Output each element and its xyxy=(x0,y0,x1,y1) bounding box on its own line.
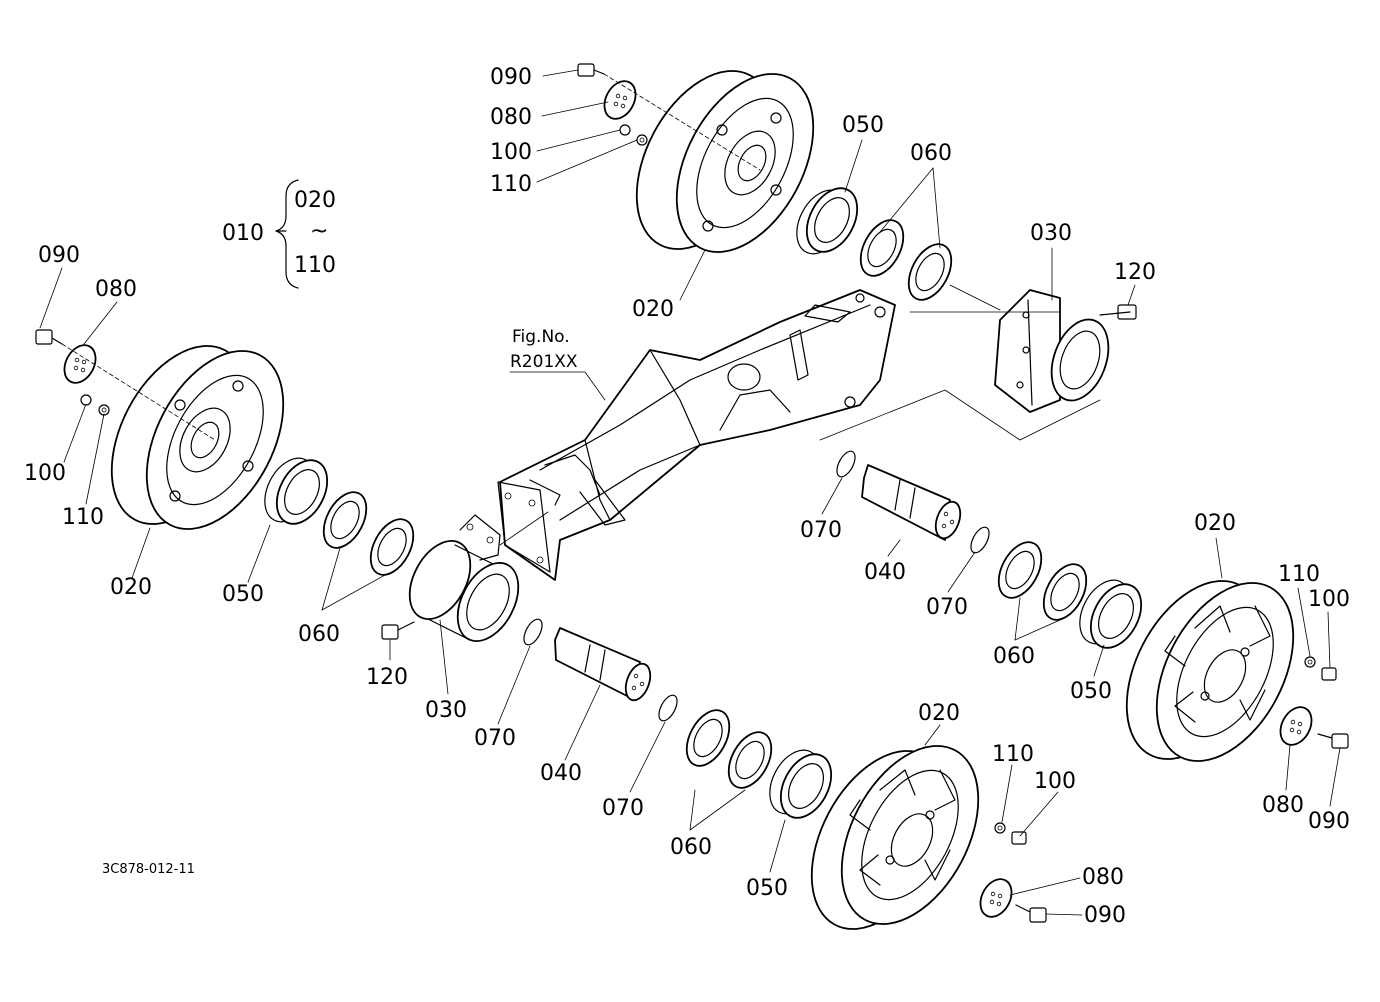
bearing-060-top-a xyxy=(859,219,905,277)
callout-020-bottom: 020 xyxy=(918,701,960,726)
callout-120-top: 120 xyxy=(1114,260,1156,285)
callout-090-left: 090 xyxy=(38,243,80,268)
bolt-120-left xyxy=(381,621,415,640)
bearing-060-right-a xyxy=(997,541,1043,599)
bolt-090-top xyxy=(577,63,605,77)
callout-060-bottom: 060 xyxy=(670,835,712,860)
oring-070-left-a xyxy=(523,618,543,646)
bearing-060-top-b xyxy=(907,243,953,301)
callout-080-right: 080 xyxy=(1262,793,1304,818)
wheel-020-top xyxy=(635,70,815,253)
group-tilde: ~ xyxy=(310,219,328,244)
wheel-020-bottom xyxy=(810,745,980,930)
bearing-060-right-b xyxy=(1042,563,1088,621)
washer-110-right xyxy=(1304,656,1316,668)
callout-080-bottom: 080 xyxy=(1082,865,1124,890)
plate-080-top xyxy=(603,80,637,120)
wheel-020-left xyxy=(110,345,285,530)
bracket-030-top xyxy=(994,289,1110,413)
callout-050-top: 050 xyxy=(842,113,884,138)
plate-080-left xyxy=(63,344,97,384)
bolt-100-left xyxy=(80,394,92,406)
figure-reference: Fig.No. R201XX xyxy=(510,327,578,372)
fig-ref-line2: R201XX xyxy=(510,352,578,372)
bolt-100-right xyxy=(1321,667,1337,681)
callout-100-left: 100 xyxy=(24,461,66,486)
callout-labels: 090 080 100 110 050 060 020 030 120 090 … xyxy=(24,65,1350,928)
callout-090-bottom: 090 xyxy=(1084,903,1126,928)
bearing-060-left-b xyxy=(369,518,415,576)
callout-070-right-a: 070 xyxy=(800,518,842,543)
callout-090-top: 090 xyxy=(490,65,532,90)
callout-110-top: 110 xyxy=(490,172,532,197)
oring-070-right-b xyxy=(970,526,990,554)
washer-110-left xyxy=(98,404,110,416)
oring-070-left-b xyxy=(658,694,678,722)
callout-080-left: 080 xyxy=(95,277,137,302)
callout-100-right: 100 xyxy=(1308,587,1350,612)
bracket-030-left xyxy=(408,514,520,642)
track-frame xyxy=(497,289,896,581)
callout-020-top: 020 xyxy=(632,297,674,322)
oring-070-right-a xyxy=(836,450,856,478)
fig-ref-line1: Fig.No. xyxy=(512,327,570,347)
callout-040-left: 040 xyxy=(540,761,582,786)
bearing-060-left-a xyxy=(322,491,368,549)
group-from-label: 020 xyxy=(294,188,336,213)
callout-100-bottom: 100 xyxy=(1034,769,1076,794)
callout-060-left: 060 xyxy=(298,622,340,647)
callout-050-left: 050 xyxy=(222,582,264,607)
bolt-100-top xyxy=(619,124,631,136)
seal-050-top xyxy=(796,187,859,255)
leader-lines xyxy=(39,69,1341,916)
group-label: 010 020 ~ 110 xyxy=(222,188,336,278)
bolt-090-bottom xyxy=(1015,904,1047,923)
bolt-120-top xyxy=(1099,304,1137,320)
seal-050-left xyxy=(264,457,329,525)
callout-050-right: 050 xyxy=(1070,679,1112,704)
callout-060-top: 060 xyxy=(910,141,952,166)
seal-050-right xyxy=(1079,579,1143,649)
callout-100-top: 100 xyxy=(490,140,532,165)
shaft-040-left xyxy=(554,627,652,702)
bearing-060-bottom-a xyxy=(685,709,731,767)
callout-110-left: 110 xyxy=(62,505,104,530)
callout-040-right: 040 xyxy=(864,560,906,585)
callout-030-left: 030 xyxy=(425,698,467,723)
shaft-040-right xyxy=(861,464,962,541)
callout-030-top: 030 xyxy=(1030,221,1072,246)
group-brace xyxy=(275,179,299,289)
plate-080-right xyxy=(1279,706,1313,746)
washer-110-top xyxy=(636,134,648,146)
bolt-100-bottom xyxy=(1011,831,1027,845)
callout-120-left: 120 xyxy=(366,665,408,690)
seal-050-bottom xyxy=(769,749,833,819)
callout-080-top: 080 xyxy=(490,105,532,130)
callout-110-right: 110 xyxy=(1278,562,1320,587)
callout-110-bottom: 110 xyxy=(992,742,1034,767)
bearing-060-bottom-b xyxy=(727,731,773,789)
callout-060-right: 060 xyxy=(993,644,1035,669)
wheel-020-right xyxy=(1125,580,1295,762)
callout-050-bottom: 050 xyxy=(746,876,788,901)
callout-090-right: 090 xyxy=(1308,809,1350,834)
diagram-code: 3C878-012-11 xyxy=(102,862,195,877)
callout-020-right: 020 xyxy=(1194,511,1236,536)
bolt-090-right xyxy=(1317,733,1349,749)
group-parent-label: 010 xyxy=(222,221,264,246)
callout-070-left-b: 070 xyxy=(602,796,644,821)
callout-020-left: 020 xyxy=(110,575,152,600)
callout-070-left-a: 070 xyxy=(474,726,516,751)
washer-110-bottom xyxy=(994,822,1006,834)
callout-070-right-b: 070 xyxy=(926,595,968,620)
plate-080-bottom xyxy=(979,878,1013,918)
bolt-090-left xyxy=(35,329,63,345)
group-to-label: 110 xyxy=(294,253,336,278)
